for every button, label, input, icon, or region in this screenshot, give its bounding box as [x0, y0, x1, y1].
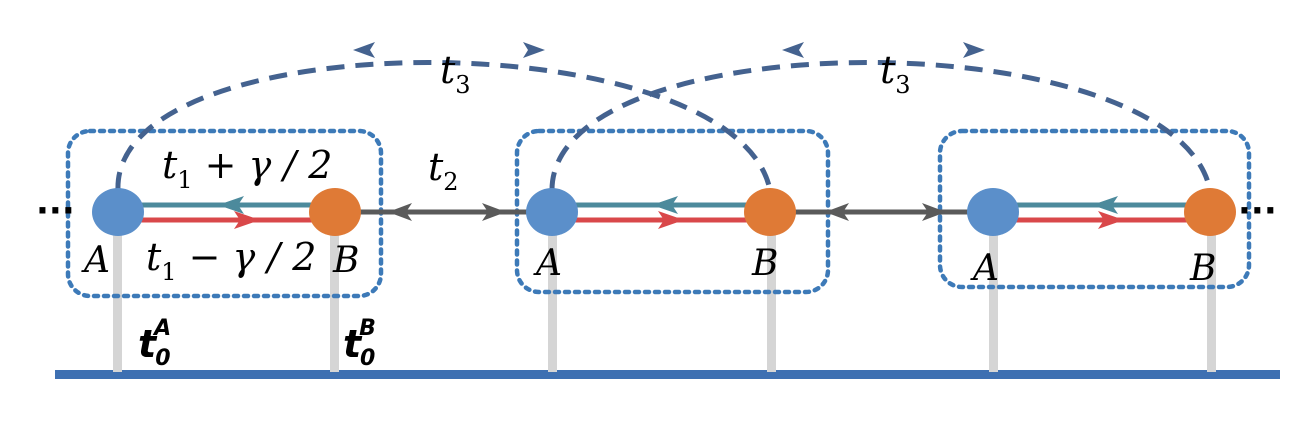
label-cell1-a: A — [81, 240, 110, 281]
ellipsis-right: ··· — [1238, 191, 1277, 231]
pillar-cell1-b — [330, 212, 339, 372]
t3-arrow-right-1 — [523, 42, 545, 58]
t3-arc-2 — [549, 60, 1213, 191]
intracell-arrowheads — [218, 196, 1124, 229]
t2-arrow-left-1 — [388, 203, 412, 221]
pillar-cell3-a — [989, 212, 998, 372]
site-b-cell1 — [309, 188, 361, 236]
t3-arc-1 — [115, 60, 773, 191]
label-cell1-b: B — [332, 240, 359, 281]
t3-arrow-right-2 — [963, 42, 985, 58]
site-a-cell3 — [967, 188, 1019, 236]
ellipsis-left: ··· — [36, 191, 75, 231]
t3-arrow-left-1 — [353, 42, 375, 58]
pillar-cell1-a — [113, 212, 122, 372]
t3-arrow-left-2 — [782, 42, 804, 58]
teal-arrow-cell3 — [1092, 196, 1118, 214]
substrate-bar — [55, 370, 1280, 379]
red-arrow-cell3 — [1098, 211, 1124, 229]
label-t1-minus-gamma: t1 − γ / 2 — [146, 235, 316, 286]
site-a-cell1 — [92, 188, 144, 236]
pillar-cell3-b — [1207, 212, 1216, 372]
label-t2: t2 — [428, 145, 459, 196]
red-arrow-cell2 — [658, 211, 684, 229]
teal-arrow-cell1 — [218, 196, 244, 214]
intercell-bonds — [335, 203, 993, 221]
pillar-cell2-b — [767, 212, 776, 372]
teal-arrow-cell2 — [652, 196, 678, 214]
t2-arrow-right-1 — [482, 203, 506, 221]
t3-hoppings — [115, 60, 1213, 191]
label-t1-plus-gamma: t1 + γ / 2 — [162, 143, 332, 194]
sites — [92, 188, 1236, 236]
red-arrow-cell1 — [234, 211, 260, 229]
label-t3-right: t3 — [880, 48, 911, 99]
unit-cell-3 — [937, 128, 1252, 290]
t3-arrowheads — [353, 42, 985, 58]
site-b-cell3 — [1184, 188, 1236, 236]
label-cell3-a: A — [970, 248, 999, 289]
site-a-cell2 — [526, 188, 578, 236]
t2-arrow-left-2 — [825, 203, 849, 221]
label-cell2-a: A — [533, 243, 562, 284]
label-t3-left: t3 — [440, 48, 471, 99]
label-cell3-b: B — [1189, 248, 1216, 289]
label-cell2-b: B — [751, 243, 778, 284]
t2-arrow-right-2 — [922, 203, 946, 221]
site-b-cell2 — [744, 188, 796, 236]
